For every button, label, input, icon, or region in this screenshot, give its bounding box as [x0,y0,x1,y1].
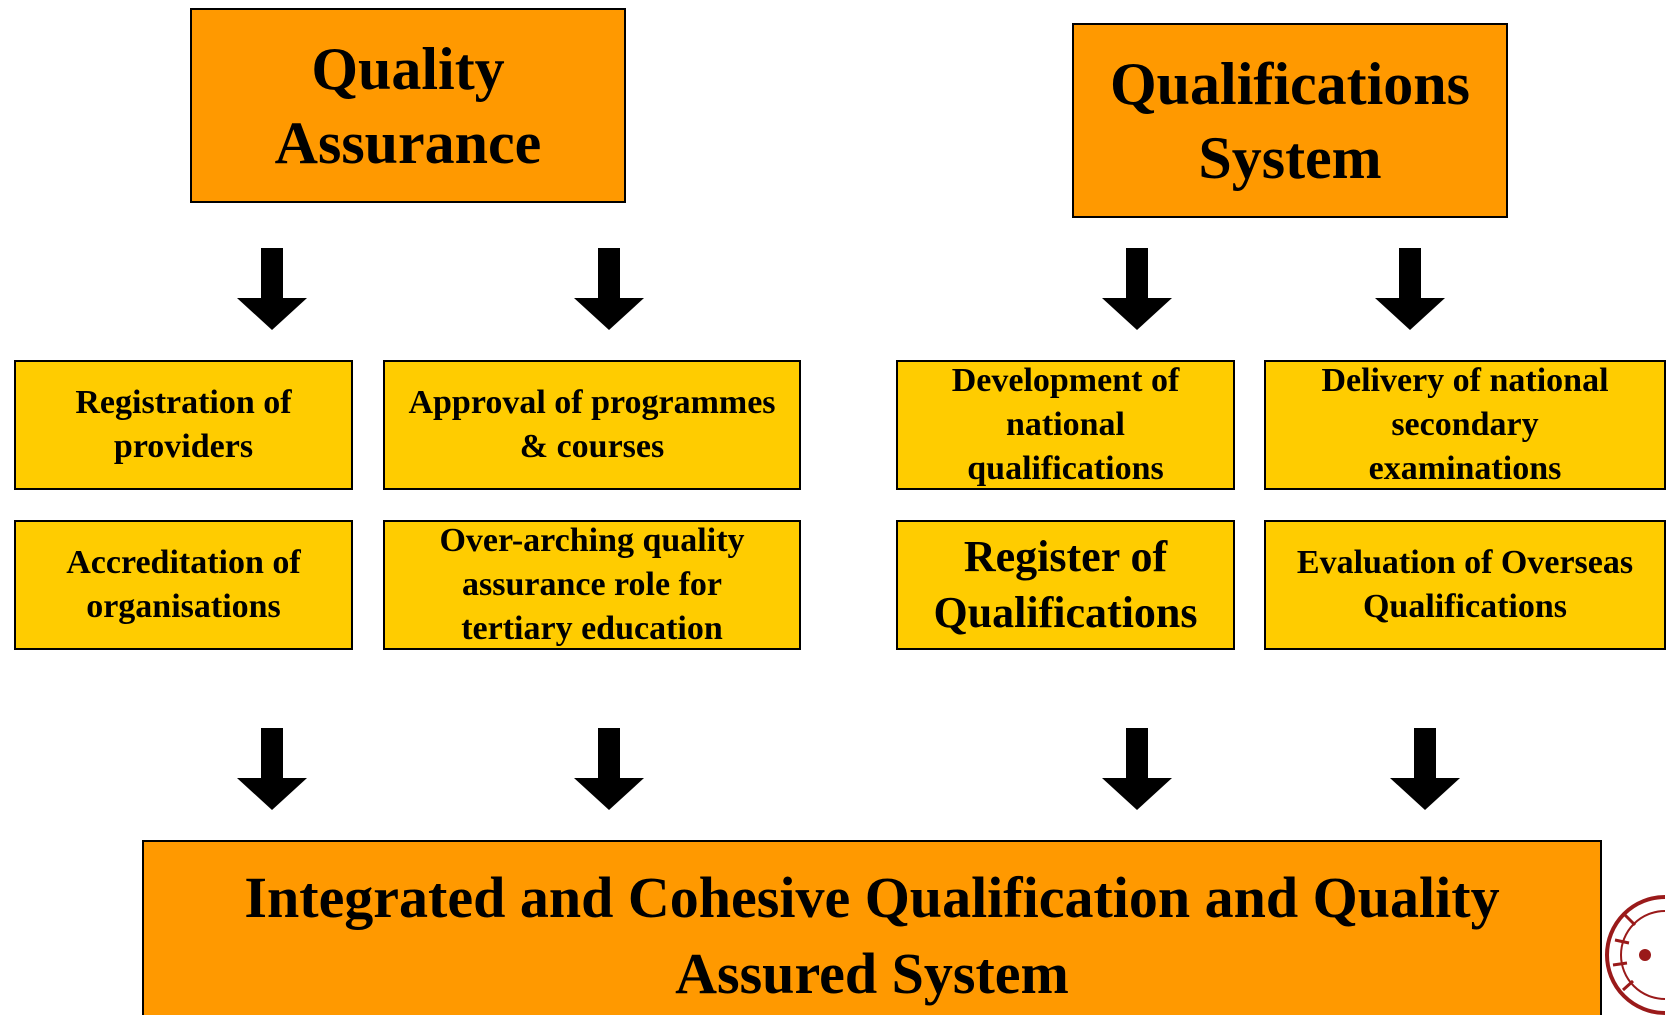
arrow-down-icon [1390,728,1460,810]
delivery-of-examinations-label: Delivery of national secondary examinati… [1321,362,1609,487]
arrow-down-icon [1102,728,1172,810]
quality-assurance-label: Quality Assurance [274,35,542,176]
register-of-qualifications-label: Register of Qualifications [933,532,1198,637]
registration-of-providers-label: Registration of providers [75,384,292,465]
over-arching-quality-assurance-label: Over-arching quality assurance role for … [439,522,745,647]
seal-emblem-icon [1605,895,1665,1015]
qualifications-system-label: Qualifications System [1109,50,1471,191]
accreditation-of-organisations-box: Accreditation of organisations [14,520,353,650]
development-of-qualifications-box: Development of national qualifications [896,360,1235,490]
delivery-of-examinations-box: Delivery of national secondary examinati… [1264,360,1666,490]
arrow-down-icon [1375,248,1445,330]
arrow-down-icon [237,728,307,810]
approval-of-programmes-label: Approval of programmes & courses [408,384,776,465]
integrated-system-label: Integrated and Cohesive Qualification an… [244,865,1500,1006]
arrow-down-icon [574,248,644,330]
qualifications-system-box: Qualifications System [1072,23,1508,218]
development-of-qualifications-label: Development of national qualifications [951,362,1180,487]
integrated-system-box: Integrated and Cohesive Qualification an… [142,840,1602,1015]
arrow-down-icon [237,248,307,330]
approval-of-programmes-box: Approval of programmes & courses [383,360,801,490]
evaluation-of-overseas-box: Evaluation of Overseas Qualifications [1264,520,1666,650]
register-of-qualifications-box: Register of Qualifications [896,520,1235,650]
quality-assurance-box: Quality Assurance [190,8,626,203]
over-arching-quality-assurance-box: Over-arching quality assurance role for … [383,520,801,650]
evaluation-of-overseas-label: Evaluation of Overseas Qualifications [1296,544,1634,625]
arrow-down-icon [1102,248,1172,330]
registration-of-providers-box: Registration of providers [14,360,353,490]
arrow-down-icon [574,728,644,810]
accreditation-of-organisations-label: Accreditation of organisations [66,544,301,625]
